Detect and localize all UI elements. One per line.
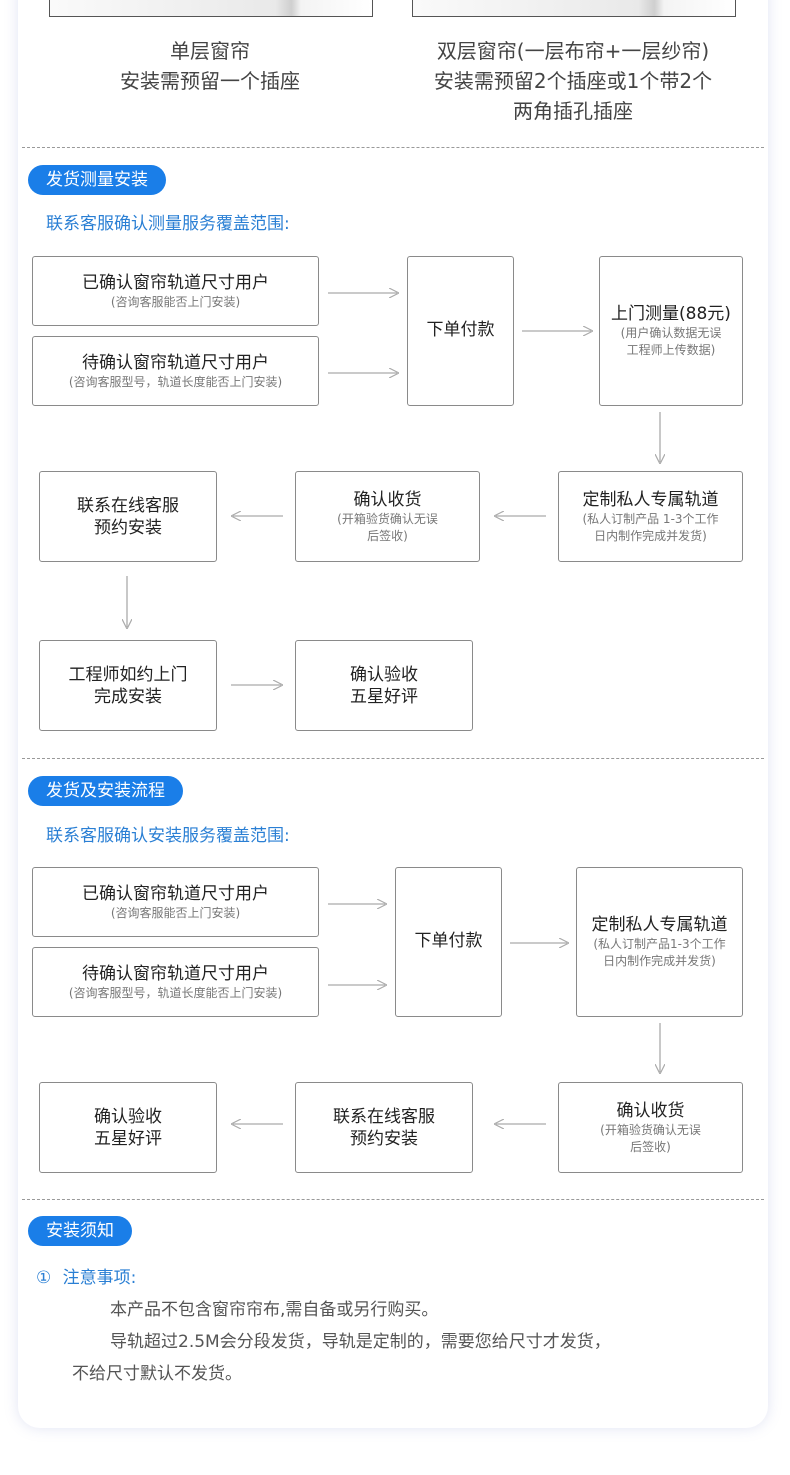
flow-box-confirm-receipt: 确认收货 (开箱验货确认无误 后签收) (295, 471, 480, 562)
box-title-2: 预约安装 (94, 517, 162, 538)
box-sub: (咨询客服能否上门安装) (110, 905, 241, 920)
flow-box-contact-service: 联系在线客服 预约安装 (39, 471, 217, 562)
box-title: 已确认窗帘轨道尺寸用户 (82, 883, 269, 904)
double-curtain-caption: 双层窗帘(一层布帘+一层纱帘) 安装需预留2个插座或1个带2个 两角插孔插座 (393, 36, 753, 126)
box-title-2: 预约安装 (350, 1128, 418, 1149)
double-curtain-desc-1: 安装需预留2个插座或1个带2个 (433, 69, 713, 93)
flow-box-pending-users: 待确认窗帘轨道尺寸用户 (咨询客服型号，轨道长度能否上门安装) (32, 947, 319, 1017)
section-subtitle-measure: 联系客服确认测量服务覆盖范围: (46, 214, 290, 234)
box-title: 定制私人专属轨道 (591, 915, 728, 935)
flow-box-place-order: 下单付款 (407, 256, 514, 406)
flow-box-custom-track: 定制私人专属轨道 (私人订制产品1-3个工作 日内制作完成并发货) (576, 867, 743, 1017)
section-subtitle-install: 联系客服确认安装服务覆盖范围: (46, 826, 290, 846)
note-line-2: 导轨超过2.5M会分段发货，导轨是定制的，需要您给尺寸才发货， (110, 1332, 611, 1352)
divider (22, 1199, 764, 1200)
box-sub-2: 日内制作完成并发货) (594, 528, 707, 543)
note-title: 注意事项: (62, 1268, 137, 1288)
double-curtain-image (412, 0, 736, 17)
section-pill-install: 发货及安装流程 (28, 776, 183, 806)
box-sub-2: 日内制作完成并发货) (603, 954, 716, 968)
flow-box-onsite-measure: 上门测量(88元) (用户确认数据无误 工程师上传数据) (599, 256, 743, 406)
section-pill-notice: 安装须知 (28, 1216, 132, 1246)
double-curtain-title: 双层窗帘(一层布帘+一层纱帘) (436, 39, 710, 63)
divider (22, 758, 764, 759)
box-title: 确认收货 (616, 1100, 685, 1121)
box-sub: (咨询客服能否上门安装) (110, 294, 241, 309)
flow-box-confirm-receipt: 确认收货 (开箱验货确认无误 后签收) (558, 1082, 743, 1173)
box-sub-1: (开箱验货确认无误 (337, 511, 438, 526)
box-title-2: 五星好评 (350, 686, 418, 707)
box-title-1: 联系在线客服 (333, 1106, 435, 1127)
flow-box-confirmed-users: 已确认窗帘轨道尺寸用户 (咨询客服能否上门安装) (32, 867, 319, 937)
divider (22, 147, 764, 148)
box-title-1: 确认验收 (94, 1106, 162, 1127)
box-sub-1: (私人订制产品1-3个工作 (593, 937, 726, 951)
box-title-1: 联系在线客服 (77, 495, 179, 516)
box-sub-2: 工程师上传数据) (626, 343, 716, 357)
box-sub-1: (开箱验货确认无误 (600, 1122, 701, 1137)
box-title: 上门测量(88元) (611, 304, 731, 324)
section-pill-measure: 发货测量安装 (28, 165, 166, 195)
flow-box-confirmed-users: 已确认窗帘轨道尺寸用户 (咨询客服能否上门安装) (32, 256, 319, 326)
flow-box-engineer-install: 工程师如约上门 完成安装 (39, 640, 217, 731)
box-title: 已确认窗帘轨道尺寸用户 (82, 272, 269, 293)
double-curtain-desc-2: 两角插孔插座 (513, 99, 633, 123)
box-sub-1: (私人订制产品 1-3个工作 (582, 511, 719, 526)
flow-box-place-order: 下单付款 (395, 867, 502, 1017)
box-title: 定制私人专属轨道 (582, 489, 719, 510)
note-line-3: 不给尺寸默认不发货。 (72, 1364, 242, 1384)
single-curtain-desc: 安装需预留一个插座 (120, 69, 300, 93)
box-sub: (咨询客服型号，轨道长度能否上门安装) (68, 985, 283, 1000)
flow-box-pending-users: 待确认窗帘轨道尺寸用户 (咨询客服型号，轨道长度能否上门安装) (32, 336, 319, 406)
flow-box-accept-review: 确认验收 五星好评 (295, 640, 473, 731)
box-title-2: 五星好评 (94, 1128, 162, 1149)
flow-box-custom-track: 定制私人专属轨道 (私人订制产品 1-3个工作 日内制作完成并发货) (558, 471, 743, 562)
box-sub-1: (用户确认数据无误 (620, 326, 722, 340)
single-curtain-image (49, 0, 373, 17)
box-sub-2: 后签收) (630, 1139, 671, 1154)
info-number-icon: ① (36, 1268, 52, 1288)
box-title: 待确认窗帘轨道尺寸用户 (82, 963, 269, 984)
single-curtain-caption: 单层窗帘 安装需预留一个插座 (60, 36, 360, 96)
flow-box-contact-service: 联系在线客服 预约安装 (295, 1082, 473, 1173)
box-title: 下单付款 (414, 931, 483, 951)
install-notes: ① 注意事项: 本产品不包含窗帘帘布,需自备或另行购买。 导轨超过2.5M会分段… (36, 1262, 736, 1390)
flow-box-accept-review: 确认验收 五星好评 (39, 1082, 217, 1173)
note-line-1: 本产品不包含窗帘帘布,需自备或另行购买。 (110, 1300, 439, 1320)
box-title: 确认收货 (353, 489, 422, 510)
box-title-2: 完成安装 (94, 686, 162, 707)
box-title: 待确认窗帘轨道尺寸用户 (82, 352, 269, 373)
box-title: 下单付款 (426, 320, 495, 340)
box-sub: (咨询客服型号，轨道长度能否上门安装) (68, 374, 283, 389)
box-title-1: 确认验收 (350, 664, 418, 685)
note-heading: ① 注意事项: (36, 1262, 736, 1294)
single-curtain-title: 单层窗帘 (170, 39, 250, 63)
box-title-1: 工程师如约上门 (68, 664, 188, 685)
box-sub-2: 后签收) (367, 528, 408, 543)
